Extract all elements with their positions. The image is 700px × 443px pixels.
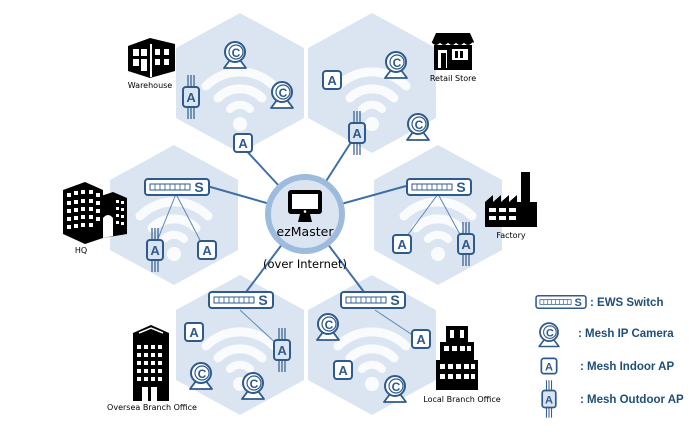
indoor-ap-icon[interactable] xyxy=(333,360,353,380)
hex-warehouse xyxy=(176,13,304,153)
site-label-retail: Retail Store xyxy=(430,74,476,83)
camera-icon[interactable] xyxy=(223,41,247,69)
indoor-ap-icon[interactable] xyxy=(197,240,217,260)
site-label-local: Local Branch Office xyxy=(423,395,500,404)
warehouse-building-icon xyxy=(128,38,175,78)
ezmaster-subtitle: (over Internet) xyxy=(263,257,347,271)
link-hq-indoor xyxy=(175,193,204,247)
indoor-ap-icon xyxy=(540,357,558,375)
indoor-ap-icon[interactable] xyxy=(233,133,253,153)
link-factory-indoor xyxy=(403,193,439,241)
indoor-ap-icon[interactable] xyxy=(184,322,204,342)
legend-label-switch: : EWS Switch xyxy=(590,297,663,309)
storefront-icon xyxy=(431,33,474,70)
legend-item-switch: : EWS Switch xyxy=(535,294,663,310)
camera-icon xyxy=(538,322,560,348)
monitor-icon xyxy=(288,190,322,222)
legend-item-outdoor-ap: : Mesh Outdoor AP xyxy=(541,379,684,419)
outdoor-ap-icon xyxy=(541,379,557,419)
indoor-ap-icon[interactable] xyxy=(392,234,412,254)
legend-label-indoor-ap: : Mesh Indoor AP xyxy=(580,361,674,373)
site-label-factory: Factory xyxy=(496,231,525,240)
camera-icon[interactable] xyxy=(384,51,408,79)
switch-icon[interactable] xyxy=(340,291,406,309)
legend-item-camera: : Mesh IP Camera xyxy=(538,322,674,348)
camera-icon[interactable] xyxy=(270,81,294,109)
ezmaster-node[interactable]: ezMaster xyxy=(265,174,345,254)
factory-icon xyxy=(485,172,537,227)
link-factory-outdoor xyxy=(437,193,464,241)
site-label-warehouse: Warehouse xyxy=(128,81,173,90)
camera-icon[interactable] xyxy=(241,372,265,400)
site-label-hq: HQ xyxy=(75,246,87,255)
camera-icon[interactable] xyxy=(406,113,430,141)
indoor-ap-icon[interactable] xyxy=(322,70,342,90)
tower-building-icon xyxy=(133,325,169,401)
switch-icon[interactable] xyxy=(406,178,472,196)
switch-icon[interactable] xyxy=(208,291,274,309)
hex-retail xyxy=(308,13,436,153)
camera-icon[interactable] xyxy=(189,362,213,390)
legend: : EWS Switch : Mesh IP Camera : Mesh Ind… xyxy=(535,294,684,419)
switch-icon xyxy=(535,294,587,310)
switch-icon[interactable] xyxy=(144,178,210,196)
link-oversea-outdoor xyxy=(239,309,281,348)
camera-icon[interactable] xyxy=(383,375,407,403)
ezmaster-title: ezMaster xyxy=(277,224,335,239)
camera-icon[interactable] xyxy=(316,313,340,341)
office-buildings-icon xyxy=(63,182,127,244)
legend-item-indoor-ap: : Mesh Indoor AP xyxy=(540,357,674,375)
legend-label-outdoor-ap: : Mesh Outdoor AP xyxy=(580,394,684,406)
stepped-building-icon xyxy=(436,326,478,390)
site-label-oversea: Oversea Branch Office xyxy=(107,403,197,412)
indoor-ap-icon[interactable] xyxy=(411,329,431,349)
legend-label-camera: : Mesh IP Camera xyxy=(578,328,674,340)
